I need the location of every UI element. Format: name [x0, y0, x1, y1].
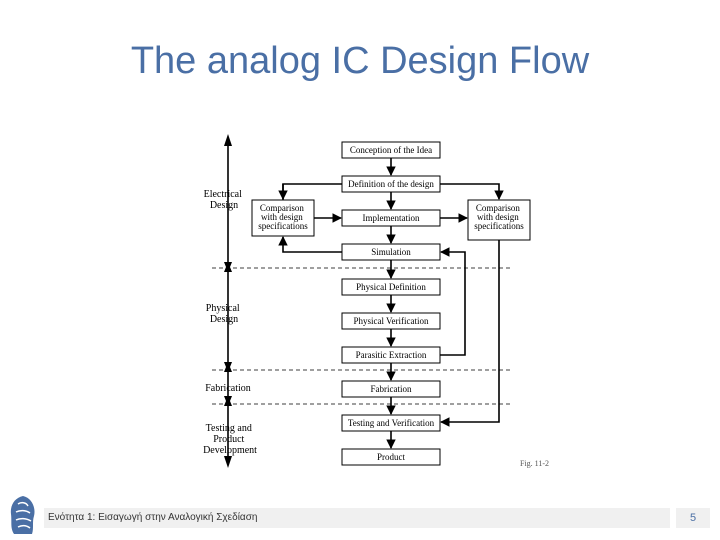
svg-text:Parasitic Extraction: Parasitic Extraction [356, 350, 427, 360]
feedback-sim-to-left-compare [278, 236, 342, 253]
feedback-definition-to-right-compare [440, 183, 504, 200]
step-fabrication: Fabrication [341, 380, 441, 398]
slide-title: The analog IC Design Flow [130, 40, 590, 82]
feedback-parasitic-to-simulation [440, 247, 466, 356]
step-parasitic-extraction: Parasitic Extraction [341, 346, 441, 364]
step-testing-verification: Testing and Verification [341, 414, 441, 432]
feedback-right-to-testing [440, 240, 500, 427]
svg-text:Testing and Verification: Testing and Verification [348, 418, 435, 428]
feedback-left-to-definition [282, 183, 342, 200]
step-product: Product [341, 448, 441, 466]
svg-text:Product: Product [377, 452, 405, 462]
svg-text:Fabrication: Fabrication [371, 384, 412, 394]
phase-label-testing: Testing and Product Development [203, 423, 257, 456]
svg-text:Physical Verification: Physical Verification [353, 316, 429, 326]
svg-text:Conception of the Idea: Conception of the Idea [350, 145, 432, 155]
figure-label: Fig. 11-2 [520, 459, 549, 468]
comparison-box-right: Comparison with design specifications [467, 199, 531, 241]
step-physical-verification: Physical Verification [341, 312, 441, 330]
page-number: 5 [676, 508, 710, 528]
svg-text:Comparison with design: Comparison with design specifications [474, 203, 524, 231]
step-simulation: Simulation [341, 243, 441, 261]
phase-label-electrical: Electrical Design [204, 189, 245, 211]
svg-text:Definition of the design: Definition of the design [348, 179, 434, 189]
step-conception: Conception of the Idea [341, 141, 441, 159]
university-logo-icon [10, 496, 35, 534]
svg-text:Comparison with design: Comparison with design specifications [258, 203, 308, 231]
svg-text:Simulation: Simulation [371, 247, 411, 257]
footer-bar [44, 508, 670, 528]
phase-label-physical: Physical Design [206, 303, 242, 325]
comparison-box-left: Comparison with design specifications [251, 199, 315, 237]
footer-text: Ενότητα 1: Εισαγωγή στην Αναλογική Σχεδί… [48, 512, 258, 523]
phase-label-fabrication: Fabrication [205, 383, 251, 394]
svg-text:Physical Definition: Physical Definition [356, 282, 426, 292]
step-physical-definition: Physical Definition [341, 278, 441, 296]
svg-text:Implementation: Implementation [363, 213, 420, 223]
step-implementation: Implementation [341, 209, 441, 227]
step-definition: Definition of the design [341, 175, 441, 193]
phase-axis-arrow-bottom [224, 456, 232, 468]
phase-axis-arrow-top [224, 134, 232, 146]
